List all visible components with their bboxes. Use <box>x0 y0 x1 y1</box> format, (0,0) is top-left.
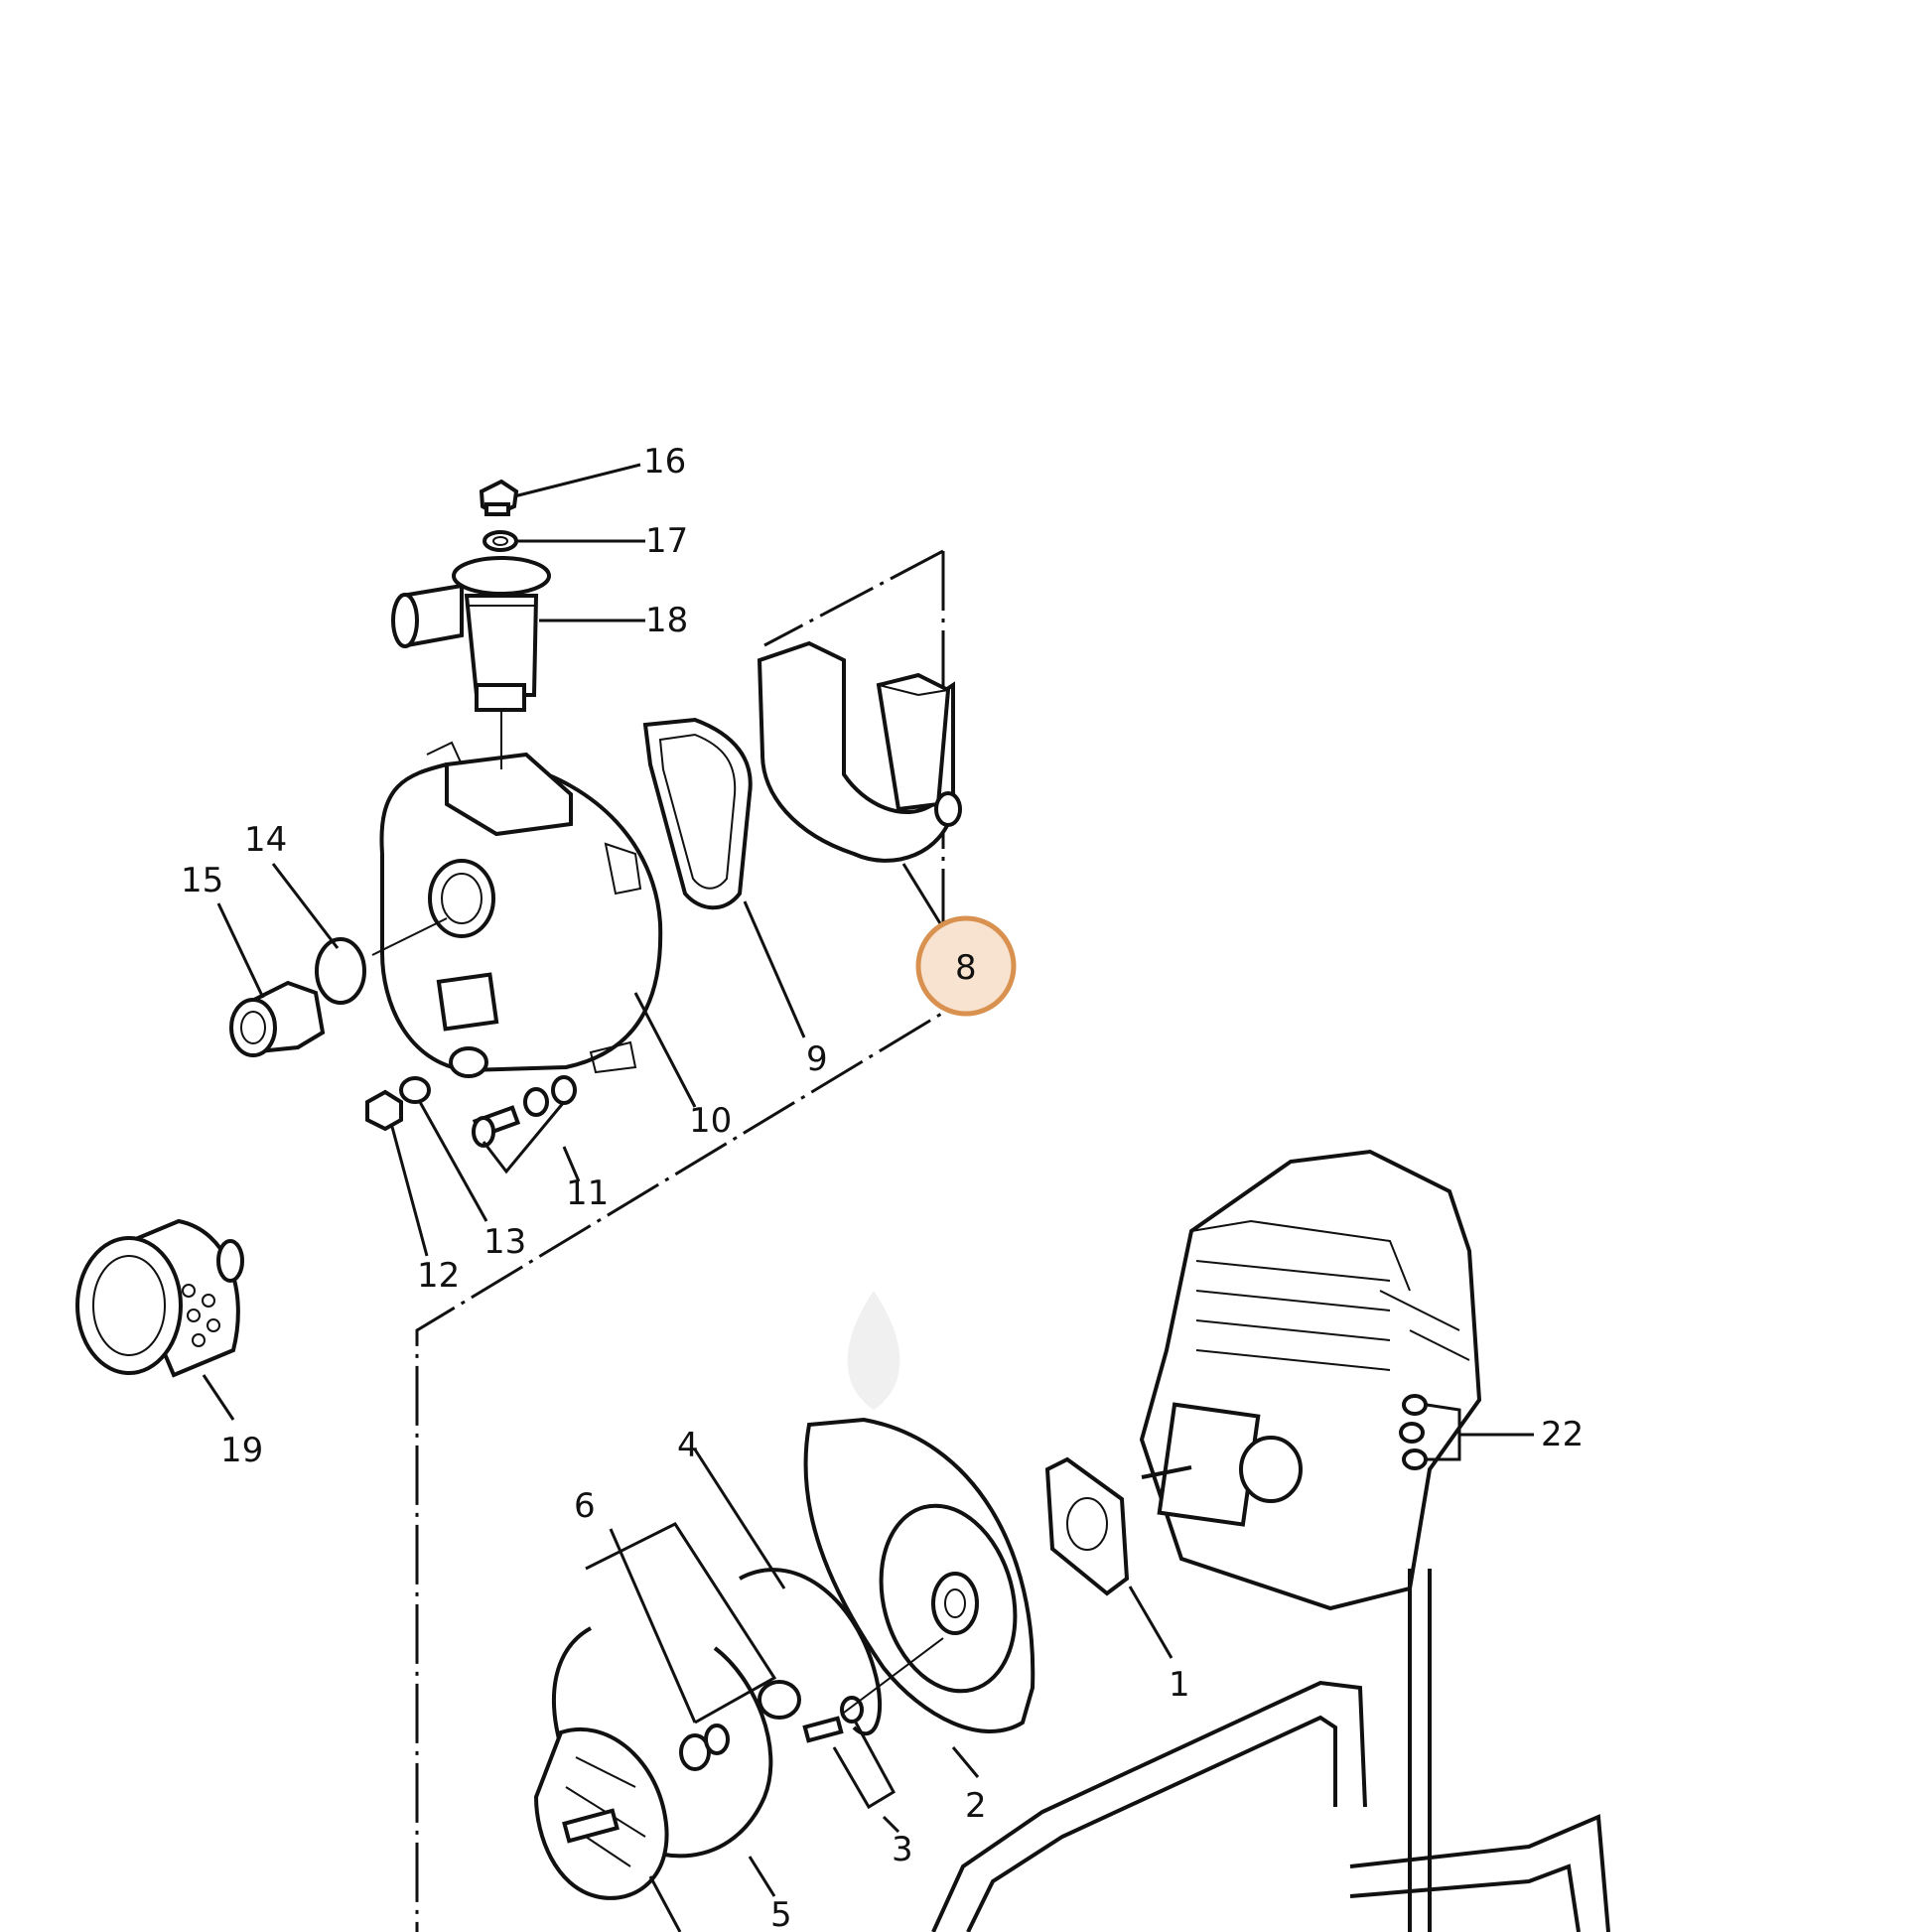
engine-block[interactable] <box>1139 1149 1482 1611</box>
part-12-nut[interactable] <box>365 1089 403 1132</box>
part-11-bolt-set[interactable] <box>472 1075 577 1148</box>
pump-frame <box>931 1569 1610 1932</box>
callout-11[interactable]: 11 <box>566 1173 609 1213</box>
part-22-fastener-set[interactable] <box>1399 1394 1428 1470</box>
leader-lines <box>202 463 1534 1932</box>
part-17-washer[interactable] <box>483 530 518 552</box>
callout-14[interactable]: 14 <box>244 820 287 860</box>
callout-2[interactable]: 2 <box>965 1786 987 1826</box>
part-9-gasket[interactable] <box>642 717 753 910</box>
callout-4[interactable]: 4 <box>677 1426 699 1465</box>
shaft-line-14 <box>371 917 448 956</box>
callout-9[interactable]: 9 <box>806 1039 828 1079</box>
assembly-outline-top <box>763 549 944 647</box>
callout-16[interactable]: 16 <box>643 442 686 482</box>
callout-13[interactable]: 13 <box>483 1222 526 1262</box>
callout-17[interactable]: 17 <box>645 521 688 561</box>
callout-3[interactable]: 3 <box>892 1830 913 1869</box>
part-5-seal-ring[interactable] <box>552 1626 773 1859</box>
watermark-logo: LEADVENTURE <box>847 1291 900 1410</box>
part-2-pump-adapter[interactable] <box>803 1417 1035 1733</box>
callout-5[interactable]: 5 <box>770 1895 792 1932</box>
impeller[interactable] <box>533 1726 669 1900</box>
callout-1[interactable]: 1 <box>1169 1665 1190 1705</box>
part-4-o-ring[interactable] <box>739 1568 883 1736</box>
part-6-nut-washer[interactable] <box>679 1724 730 1771</box>
part-10-pump-housing[interactable] <box>379 741 663 1078</box>
callout-12[interactable]: 12 <box>417 1256 460 1296</box>
part-19-strainer[interactable] <box>75 1218 244 1378</box>
highlight-marker-8[interactable] <box>915 915 1017 1017</box>
part-8-discharge-duct[interactable] <box>757 640 962 863</box>
part-18-elbow-fitting[interactable] <box>391 556 551 712</box>
callout-labels: 16 17 18 14 15 9 10 11 12 13 19 22 4 6 1… <box>181 442 1584 1932</box>
part-16-plug[interactable] <box>479 479 519 517</box>
callout-18[interactable]: 18 <box>645 601 688 640</box>
part-14-o-ring[interactable] <box>315 937 366 1005</box>
callout-15[interactable]: 15 <box>181 861 223 900</box>
part-13-washer[interactable] <box>399 1076 431 1104</box>
part-3-bolt-set[interactable] <box>758 1680 864 1743</box>
callout-8-highlighted[interactable]: 8 <box>955 948 977 988</box>
part-15-hose-coupling[interactable] <box>229 980 326 1057</box>
callout-22[interactable]: 22 <box>1541 1415 1584 1454</box>
part-1-engine-gasket[interactable] <box>1044 1456 1130 1596</box>
assembly-outline <box>415 551 945 1932</box>
callout-19[interactable]: 19 <box>220 1431 263 1470</box>
callout-10[interactable]: 10 <box>689 1101 732 1141</box>
callout-6[interactable]: 6 <box>574 1486 596 1526</box>
